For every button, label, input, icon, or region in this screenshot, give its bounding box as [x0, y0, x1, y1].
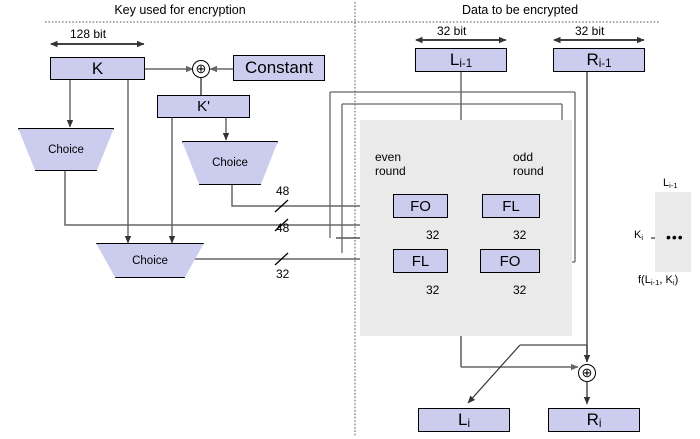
width-fo-bottom-out: 32: [513, 283, 527, 297]
legend-output-label: f(Li-1, Ki): [638, 274, 679, 288]
choice-mux-left[interactable]: Choice: [18, 128, 114, 171]
legend-key-label: Ki: [634, 229, 644, 243]
l-input-sub: i-1: [459, 57, 473, 70]
legend-output-mid: , K: [659, 274, 673, 286]
caption-key-section: Key used for encryption: [114, 3, 246, 17]
legend-key-sub: i: [641, 233, 644, 243]
odd-round-annotation: odd round: [513, 150, 544, 178]
xor-data-node: ⊕: [578, 364, 596, 382]
legend-output-sub2: i: [672, 278, 675, 288]
choice-left-label: Choice: [48, 143, 84, 156]
legend-body-dots: •••: [666, 229, 684, 245]
r-input-label: R: [586, 50, 599, 69]
label-l-width: 32 bit: [437, 24, 467, 38]
odd-round-line1: odd: [513, 150, 534, 164]
fl-top-box[interactable]: FL: [482, 194, 540, 218]
constant-box[interactable]: Constant: [233, 55, 325, 81]
r-input-sub: i-1: [598, 57, 612, 70]
r-output-label: R: [586, 410, 599, 429]
choice-mux-right[interactable]: Choice: [182, 141, 278, 185]
kprime-box[interactable]: K': [157, 95, 250, 118]
xor-key-node: ⊕: [192, 60, 210, 78]
legend-input-sub: i-1: [669, 181, 678, 191]
l-output-sub: i: [467, 417, 471, 430]
r-output-sub: i: [598, 417, 602, 430]
label-key-width: 128 bit: [70, 27, 107, 41]
fo-bottom-box[interactable]: FO: [480, 249, 540, 273]
legend-output-end: ): [674, 274, 679, 286]
even-round-annotation: even round: [375, 150, 406, 178]
odd-round-line2: round: [513, 164, 544, 178]
bus-label-fo-lower: 48: [276, 221, 290, 235]
l-output-label: L: [457, 410, 468, 429]
choice-right-label: Choice: [212, 157, 248, 169]
bus-label-fl-lower: 32: [276, 267, 290, 281]
width-fo-top-out: 32: [426, 228, 440, 242]
choice-mux-bottom[interactable]: Choice: [96, 243, 204, 278]
xor-data-glyph: ⊕: [581, 364, 593, 380]
key-box[interactable]: K: [50, 57, 145, 80]
even-round-line2: round: [375, 164, 406, 178]
legend-key-text: K: [634, 229, 642, 241]
legend-shade: [655, 192, 691, 272]
xor-key-glyph: ⊕: [195, 60, 207, 76]
round-function-shade: [360, 120, 572, 336]
choice-bottom-label: Choice: [132, 254, 168, 267]
fo-top-box[interactable]: FO: [393, 194, 448, 218]
legend-output-sub1: i-1: [650, 278, 660, 288]
caption-data-section: Data to be encrypted: [461, 3, 579, 17]
bus-label-fo-upper: 48: [276, 184, 290, 198]
label-r-width: 32 bit: [575, 24, 605, 38]
l-input-label: L: [449, 50, 460, 69]
legend-input-text: L: [663, 177, 670, 189]
legend-output-prefix: f(L: [638, 274, 651, 286]
width-fl-bottom-out: 32: [426, 283, 440, 297]
width-fl-top-out: 32: [513, 228, 527, 242]
fl-bottom-box[interactable]: FL: [393, 249, 448, 273]
even-round-line1: even: [375, 150, 402, 164]
legend-input-label: Li-1: [663, 177, 678, 191]
